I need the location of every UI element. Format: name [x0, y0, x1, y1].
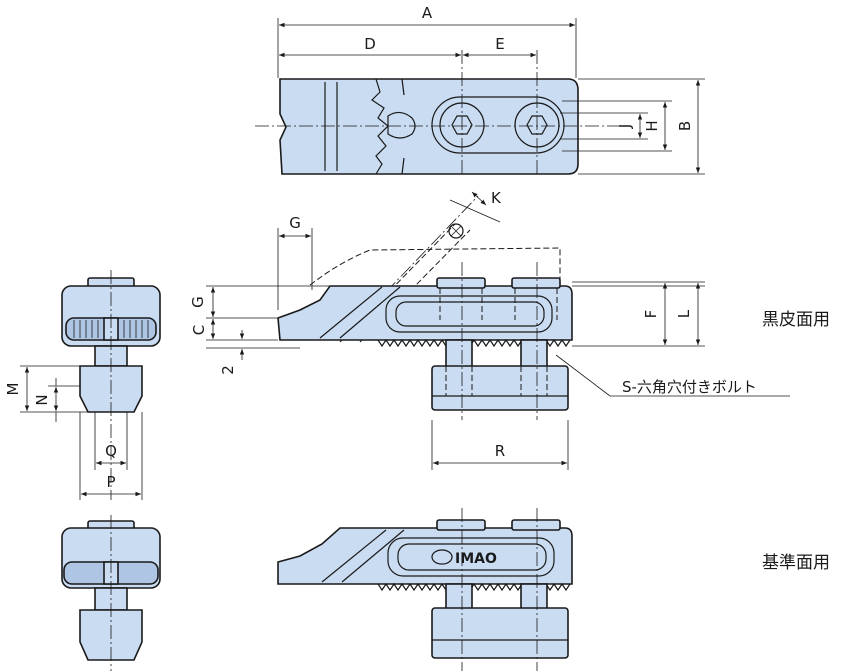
dim-F-label: F: [642, 310, 660, 319]
dim-N-label: N: [33, 394, 51, 405]
dim-G-side-label: G: [189, 296, 207, 308]
top-slot: [431, 96, 565, 154]
dim-C-label: C: [190, 325, 208, 335]
dim-E-label: E: [495, 35, 504, 53]
dim-B-label: B: [676, 121, 694, 131]
dim-R-label: R: [495, 442, 505, 460]
dim-Q-label: Q: [105, 442, 117, 460]
brand-logo-icon: [431, 549, 453, 565]
dim-A-label: A: [422, 4, 433, 22]
front-view-bottom: [61, 515, 161, 671]
brand-label: IMAO: [455, 551, 497, 567]
dim-D-label: D: [364, 35, 376, 53]
t-nut-block: [431, 365, 569, 411]
dim-G-top-label: G: [289, 214, 301, 232]
dim-H-label: H: [643, 120, 661, 131]
dim-J-label: J: [616, 124, 634, 129]
side-view-kurokawa: K G G: [189, 189, 830, 470]
side-view-kijun: IMAO 基準面用: [277, 508, 830, 671]
dim-2-label: 2: [219, 365, 237, 375]
kurokawa-label: 黒皮面用: [762, 310, 830, 330]
top-view: A D E J H B: [255, 4, 705, 175]
dim-M-label: M: [4, 383, 22, 396]
bolt-label: S-六角穴付きボルト: [622, 378, 757, 396]
hex-socket-right-icon: [526, 115, 548, 135]
dim-L-label: L: [675, 309, 693, 318]
top-view-body: [279, 78, 579, 175]
dim-K-label: K: [491, 189, 502, 207]
kijun-label: 基準面用: [762, 553, 830, 573]
hex-socket-left-icon: [451, 115, 473, 135]
front-view-top: M N Q P: [4, 270, 161, 500]
dim-P-label: P: [106, 473, 115, 491]
